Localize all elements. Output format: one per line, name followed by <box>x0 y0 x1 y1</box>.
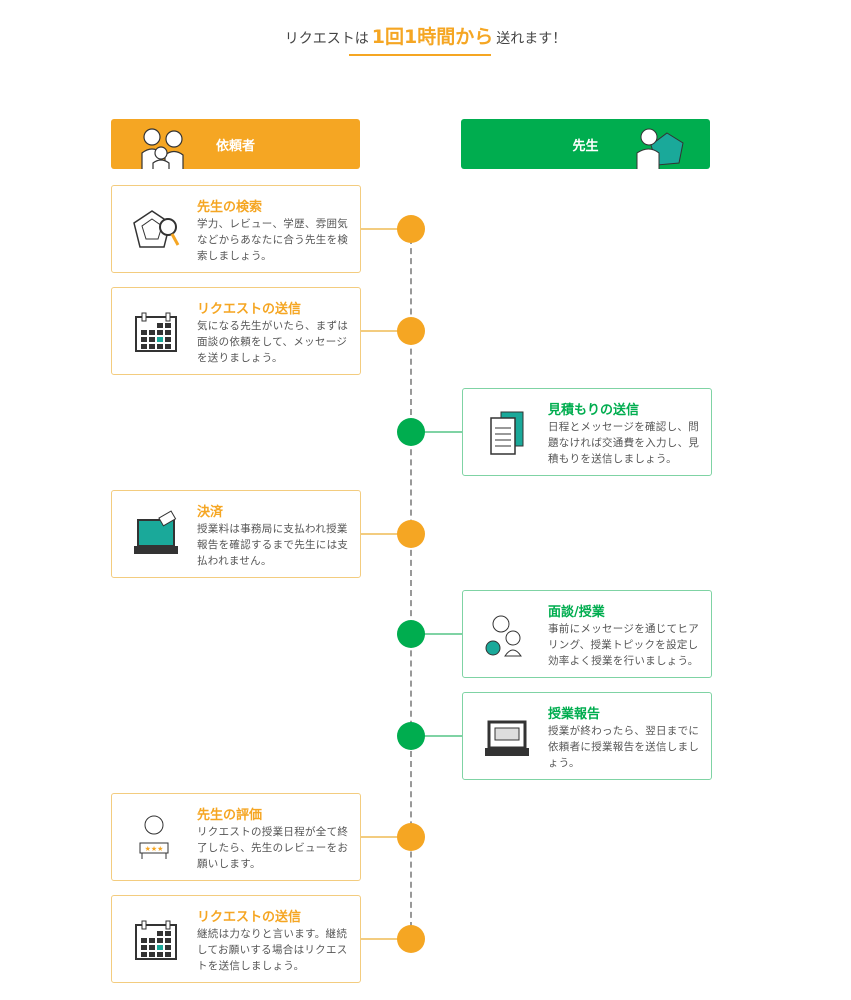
timeline-dot <box>397 418 425 446</box>
step-card: ★★★ 先生の評価 リクエストの授業日程が全て終了したら、先生のレビューをお願い… <box>111 793 361 881</box>
family-icon <box>141 128 184 169</box>
step-title: 先生の評価 <box>197 808 263 823</box>
connector <box>411 735 463 737</box>
step-card: 見積もりの送信 日程とメッセージを確認し、問題なければ交通費を入力し、見積もりを… <box>462 388 712 476</box>
step-card: リクエストの送信 気になる先生がいたら、まずは面談の依頼をして、メッセージを送り… <box>111 287 361 375</box>
timeline-dot <box>397 925 425 953</box>
headline-underline <box>349 54 491 56</box>
step-description: 日程とメッセージを確認し、問題なければ交通費を入力し、見積もりを送信しましょう。 <box>548 421 700 465</box>
connector <box>360 228 412 230</box>
laptop-card-icon <box>134 510 178 554</box>
connector <box>360 836 412 838</box>
step-title: 見積もりの送信 <box>548 403 640 418</box>
timeline-dot <box>397 520 425 548</box>
step-card: 授業報告 授業が終わったら、翌日までに依頼者に授業報告を送信しましょう。 <box>462 692 712 780</box>
connector <box>360 533 412 535</box>
teacher-column-label: 先生 <box>572 138 599 154</box>
headline-post: 送れます！ <box>496 31 567 47</box>
headline-highlight: 1回1時間から <box>371 26 494 48</box>
timeline-dot <box>397 215 425 243</box>
timeline-dot <box>397 620 425 648</box>
step-description: リクエストの授業日程が全て終了したら、先生のレビューをお願いします。 <box>197 826 349 870</box>
radar-search-icon <box>133 210 180 248</box>
timeline-dot <box>397 317 425 345</box>
step-description: 授業料は事務局に支払われ授業報告を確認するまで先生には支払われません。 <box>197 523 349 567</box>
calendar-icon <box>135 920 177 960</box>
step-title: 授業報告 <box>548 707 601 722</box>
laptop-report-icon <box>485 720 529 756</box>
step-card: 面談/授業 事前にメッセージを通じてヒアリング、授業トピックを設定し効率よく授業… <box>462 590 712 678</box>
step-description: 事前にメッセージを通じてヒアリング、授業トピックを設定し効率よく授業を行いましょ… <box>548 623 699 667</box>
timeline-dot <box>397 823 425 851</box>
timeline-dot <box>397 722 425 750</box>
step-card: 先生の検索 学力、レビュー、学歴、雰囲気などからあなたに合う先生を検索しましょう… <box>111 185 361 273</box>
step-title: リクエストの送信 <box>197 302 302 317</box>
rating-icon: ★★★ <box>139 815 169 859</box>
headline-pre: リクエストは <box>284 31 369 47</box>
teacher-icon <box>636 128 684 169</box>
step-title: 面談/授業 <box>548 605 605 620</box>
document-icon <box>490 411 524 455</box>
step-title: 先生の検索 <box>197 200 263 215</box>
svg-text:★★★: ★★★ <box>145 845 164 853</box>
connector <box>360 330 412 332</box>
teacher-column-header: 先生 <box>461 119 710 169</box>
calendar-icon <box>135 312 177 352</box>
timeline-line <box>410 228 412 938</box>
interview-icon <box>485 615 522 657</box>
step-description: 気になる先生がいたら、まずは面談の依頼をして、メッセージを送りましょう。 <box>197 320 349 364</box>
client-column-header: 依頼者 <box>111 119 360 169</box>
client-column-label: 依頼者 <box>215 138 255 154</box>
step-card: 決済 授業料は事務局に支払われ授業報告を確認するまで先生には支払われません。 <box>111 490 361 578</box>
step-description: 学力、レビュー、学歴、雰囲気などからあなたに合う先生を検索しましょう。 <box>197 218 349 262</box>
step-card: リクエストの送信 継続は力なりと言います。継続してお願いする場合はリクエストを送… <box>111 895 361 983</box>
connector <box>411 431 463 433</box>
step-description: 授業が終わったら、翌日までに依頼者に授業報告を送信しましょう。 <box>548 725 700 769</box>
connector <box>360 938 412 940</box>
connector <box>411 633 463 635</box>
step-title: リクエストの送信 <box>197 910 302 925</box>
step-title: 決済 <box>197 505 224 520</box>
step-description: 継続は力なりと言います。継続してお願いする場合はリクエストを送信しましょう。 <box>197 928 348 972</box>
